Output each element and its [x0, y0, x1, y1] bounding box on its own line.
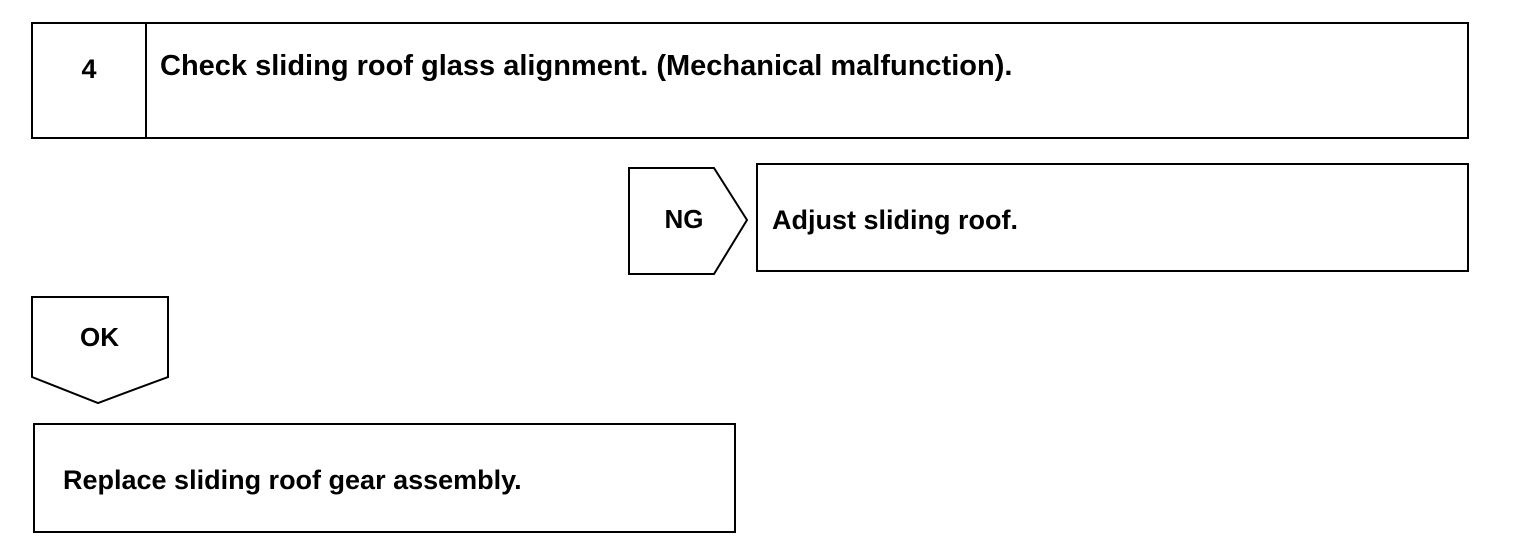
ok-action-box: Replace sliding roof gear assembly.	[33, 423, 736, 533]
ng-action-box: Adjust sliding roof.	[756, 163, 1469, 272]
ok-arrow-shape	[31, 296, 169, 405]
ng-label: NG	[664, 204, 704, 234]
ng-action-text: Adjust sliding roof.	[772, 205, 1018, 235]
ok-action-text: Replace sliding roof gear assembly.	[63, 465, 522, 495]
ok-label: OK	[80, 322, 119, 352]
step-number: 4	[33, 24, 147, 137]
step-title: Check sliding roof glass alignment. (Mec…	[160, 50, 1013, 82]
ng-arrow-shape	[628, 167, 749, 275]
step-box: 4 Check sliding roof glass alignment. (M…	[31, 22, 1469, 139]
